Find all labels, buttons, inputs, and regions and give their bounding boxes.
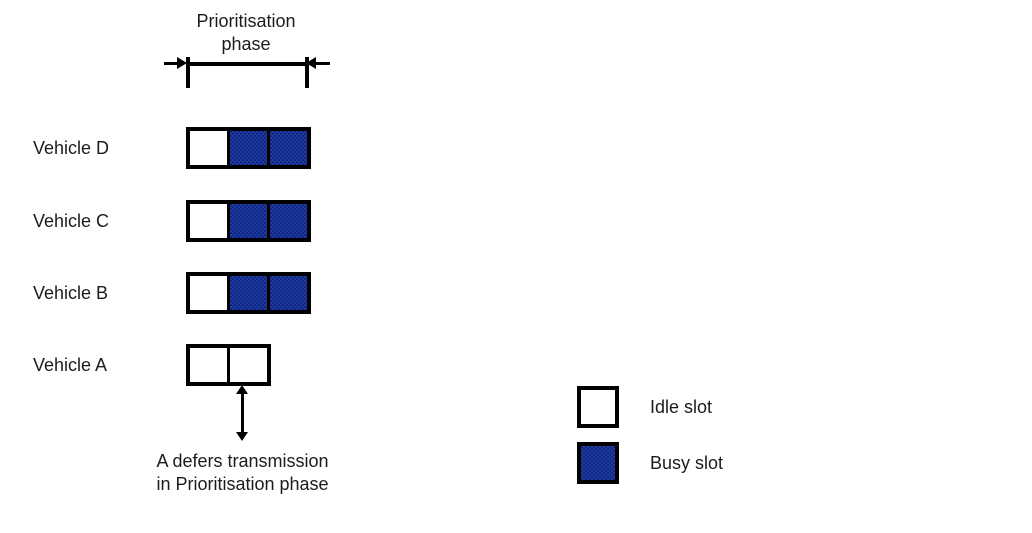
defer-annotation-arrow-icon [236, 385, 249, 441]
arrow-head-down-icon [236, 432, 248, 441]
slot-idle [190, 131, 227, 165]
prioritisation-phase-title: Prioritisation phase [156, 10, 336, 56]
slot-busy [270, 204, 307, 238]
slot-busy [230, 276, 267, 310]
arrow-head-up-icon [236, 385, 248, 394]
slot-track-vehicle-c [186, 200, 311, 242]
bracket-left-arrow-head-icon [177, 57, 187, 69]
slot-track-vehicle-b [186, 272, 311, 314]
slot-idle [230, 348, 267, 382]
phase-title-line-2: phase [221, 34, 271, 54]
legend-label-idle: Idle slot [650, 397, 713, 417]
bracket-left-arrow-shaft [164, 62, 184, 65]
bracket-right-tick [305, 57, 309, 88]
slot-track-vehicle-a [186, 344, 271, 386]
defer-caption-line-2: in Prioritisation phase [156, 474, 329, 494]
slot-idle [190, 276, 227, 310]
slot-idle [190, 204, 227, 238]
row-label-vehicle-c: Vehicle C [33, 211, 110, 231]
legend-item-busy-slot: Busy slot [577, 442, 723, 484]
bracket-span-line [186, 62, 307, 66]
legend-swatch-idle-icon [577, 386, 619, 428]
arrow-shaft [241, 392, 244, 434]
legend-label-busy: Busy slot [650, 453, 724, 473]
defer-annotation-caption: A defers transmission in Prioritisation … [95, 450, 390, 496]
prioritisation-phase-bracket [160, 55, 332, 91]
phase-title-line-1: Prioritisation [196, 11, 296, 31]
slot-busy [270, 276, 307, 310]
legend-item-idle-slot: Idle slot [577, 386, 712, 428]
slot-busy [270, 131, 307, 165]
slot-track-vehicle-d [186, 127, 311, 169]
bracket-right-arrow-shaft [310, 62, 330, 65]
slot-busy [230, 131, 267, 165]
row-label-vehicle-b: Vehicle B [33, 283, 109, 303]
slot-busy [230, 204, 267, 238]
row-label-vehicle-d: Vehicle D [33, 138, 110, 158]
defer-caption-line-1: A defers transmission [156, 451, 329, 471]
legend-swatch-busy-icon [577, 442, 619, 484]
slot-idle [190, 348, 227, 382]
row-label-vehicle-a: Vehicle A [33, 355, 108, 375]
bracket-left-tick [186, 57, 190, 88]
